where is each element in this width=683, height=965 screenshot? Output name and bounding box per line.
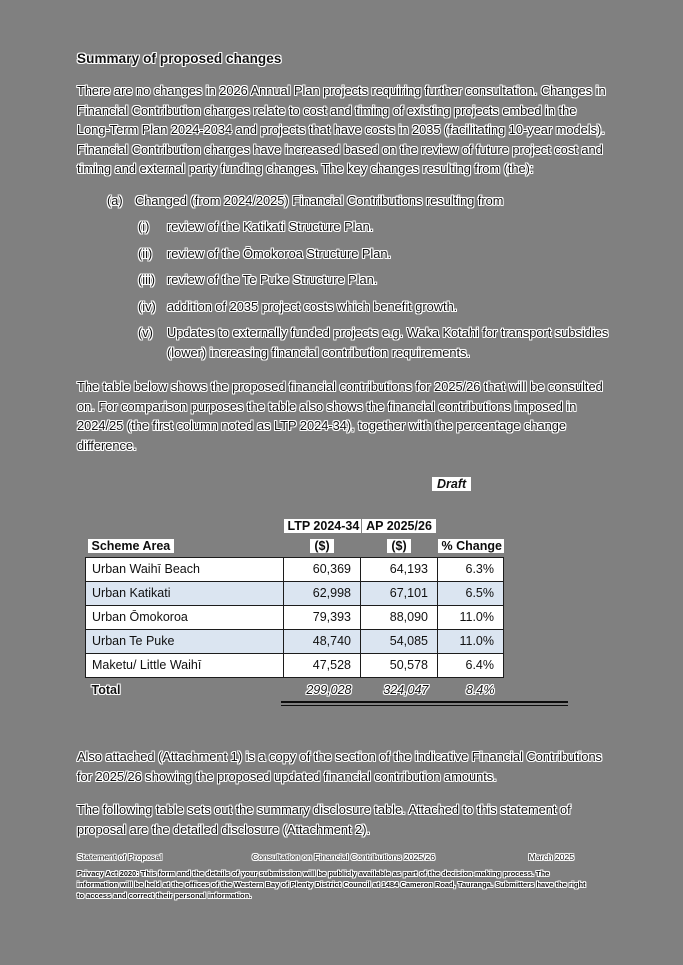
list-item-v: (v) Updates to externally funded project… [138,323,609,362]
list-text: review of the Ōmokoroa Structure Plan. [167,245,392,261]
list-item-a: (a) Changed (from 2024/2025) Financial C… [107,191,609,211]
page-content: Summary of proposed changes There are no… [77,45,609,901]
column-header-label: % Change [437,538,504,553]
list-text: addition of 2035 project costs which ben… [167,298,458,314]
ltp-cell: 62,998 [283,580,361,606]
table-row: Urban Katikati 62,998 67,101 6.5% [85,580,504,606]
scheme-cell: Urban Ōmokoroa [85,604,284,630]
scheme-cell: Urban Waihī Beach [85,556,284,582]
footer-document-subject: Consultation on Financial Contributions … [252,852,435,862]
ap-cell: 50,578 [360,652,438,678]
total-ltp: 299,028 [306,683,352,698]
scheme-cell: Urban Katikati [85,580,284,606]
footer-document-name: Statement of Proposal [77,852,163,862]
financial-contributions-table: LTP 2024-34 AP 2025/26 Scheme Area ($) (… [85,517,504,700]
list-item-iv: (iv) addition of 2035 project costs whic… [138,297,609,317]
group-header-label: LTP 2024-34 [283,519,361,533]
attachment1-paragraph: Also attached (Attachment 1) is a copy o… [77,749,602,784]
table-row: Maketu/ Little Waihī 47,528 50,578 6.4% [85,652,504,678]
group-header-ap: AP 2025/26 [361,517,438,535]
ltp-cell: 60,369 [283,556,361,582]
column-header-ltp-dollars: ($) [284,535,361,557]
empty-cell [86,517,284,535]
page-title: Summary of proposed changes [77,51,282,66]
column-header-label: Scheme Area [87,538,175,553]
privacy-notice: Privacy Act 2020: This form and the deta… [77,868,592,901]
table-footer: Total 299,028 324,047 8.4% [86,677,504,700]
footer-date: March 2025 [528,852,574,862]
table-intro-paragraph: The table below shows the proposed finan… [77,379,603,453]
table-row: Urban Ōmokoroa 79,393 88,090 11.0% [85,604,504,630]
list-text: Updates to externally funded projects e.… [167,325,609,360]
privacy-notice-label: Privacy Act 2020: [77,869,139,878]
list-item-iii: (iii) review of the Te Puke Structure Pl… [138,270,609,290]
list-label: Changed (from 2024/2025) Financial Contr… [135,192,504,208]
table-row: Urban Waihī Beach 60,369 64,193 6.3% [85,556,504,582]
list-text: review of the Katikati Structure Plan. [167,219,374,234]
table-body: Urban Waihī Beach 60,369 64,193 6.3% Urb… [85,556,504,678]
table-row: Urban Te Puke 48,740 54,085 11.0% [85,628,504,654]
column-header-change: % Change [437,535,504,557]
change-cell: 6.5% [437,580,504,606]
total-label: Total [91,683,121,698]
list-item-ii: (ii) review of the Ōmokoroa Structure Pl… [138,244,609,264]
scheme-cell: Maketu/ Little Waihī [85,652,284,678]
column-header-row: Scheme Area ($) ($) % Change [86,535,504,557]
empty-cell [438,517,504,535]
draft-line: Draft [77,475,609,493]
list-marker: (ii) [138,245,153,261]
scheme-cell: Urban Te Puke [85,628,284,654]
total-change: 8.4% [466,683,495,698]
ap-cell: 54,085 [360,628,438,654]
ltp-cell: 47,528 [283,652,361,678]
table-header: LTP 2024-34 AP 2025/26 Scheme Area ($) (… [86,517,504,557]
group-header-label: AP 2025/26 [362,519,436,533]
privacy-notice-text: This form and the details of your submis… [77,869,586,900]
ap-cell: 88,090 [360,604,438,630]
column-header-label: ($) [310,538,334,553]
column-header-scheme: Scheme Area [86,535,284,557]
group-header-ltp: LTP 2024-34 [283,517,361,535]
total-ap: 324,047 [383,683,429,698]
list-item-i: (i) review of the Katikati Structure Pla… [138,217,609,237]
ltp-cell: 48,740 [283,628,361,654]
list-marker: (v) [138,325,153,340]
change-cell: 6.4% [437,652,504,678]
change-cell: 11.0% [437,628,504,654]
change-cell: 6.3% [437,556,504,582]
column-header-label: ($) [387,538,411,553]
total-row: Total 299,028 324,047 8.4% [86,677,504,700]
group-header-row: LTP 2024-34 AP 2025/26 [86,517,504,535]
intro-paragraph: There are no changes in 2026 Annual Plan… [77,83,606,176]
list-marker: (iii) [138,272,156,287]
list-marker: (i) [138,219,150,234]
ap-cell: 64,193 [360,556,438,582]
list-text: review of the Te Puke Structure Plan. [167,272,378,287]
draft-watermark: Draft [432,477,472,491]
list-marker: (a) [107,192,123,208]
list-marker: (iv) [138,298,156,314]
ap-cell: 67,101 [360,580,438,606]
change-cell: 11.0% [437,604,504,630]
column-header-ap-dollars: ($) [361,535,438,557]
page-footer: Statement of Proposal Consultation on Fi… [77,852,609,862]
attachment2-paragraph: The following table sets out the summary… [77,802,571,837]
ltp-cell: 79,393 [283,604,361,630]
total-double-rule [281,701,568,706]
